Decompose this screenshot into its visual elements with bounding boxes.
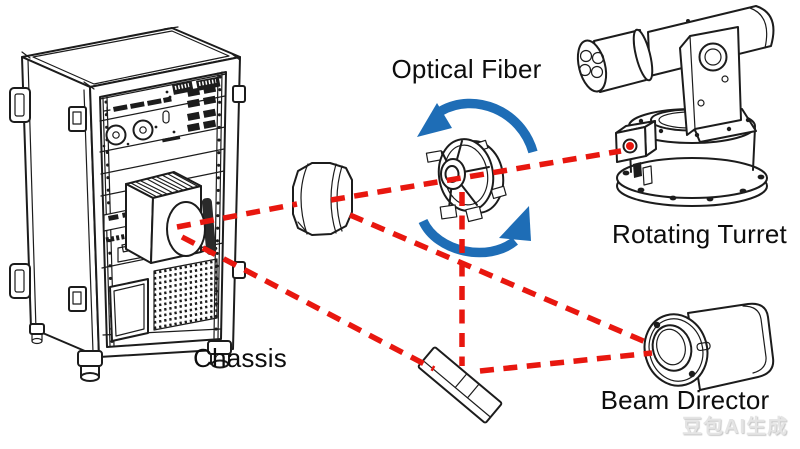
beam-director-label: Beam Director [600,385,770,415]
optical-fiber-label: Optical Fiber [391,54,542,84]
beam-collimator-to-turret [330,148,622,203]
beam-paths [176,148,653,374]
front-panel-knob-unit [102,84,217,148]
rotating-turret-icon [576,5,775,207]
laser-head-box [125,171,217,264]
beam-laser-to-collimator [176,201,298,230]
collimator-housing-icon [292,162,353,236]
chassis-label: Chassis [193,343,287,373]
beam-laser-to-mirror [180,234,436,372]
fold-mirror-icon [417,346,503,424]
case-feet [29,323,232,382]
optical-fiber-spool-icon [425,138,507,223]
vent-grille [153,258,218,331]
turret-aperture-dot [626,142,634,150]
watermark: 豆包AI生成 [682,416,788,438]
laser-aperture-icon [166,201,206,257]
beam-collimator-to-director [348,212,650,346]
beam-mirror-to-director [479,350,653,374]
rotating-turret-label: Rotating Turret [612,219,787,249]
case-latches [9,85,246,312]
beam-director-icon [643,302,775,391]
rotation-arrow-icon [417,98,538,154]
blank-panel [109,278,149,342]
turret-input-port [615,120,657,186]
chassis-cabinet-icon [9,26,246,382]
